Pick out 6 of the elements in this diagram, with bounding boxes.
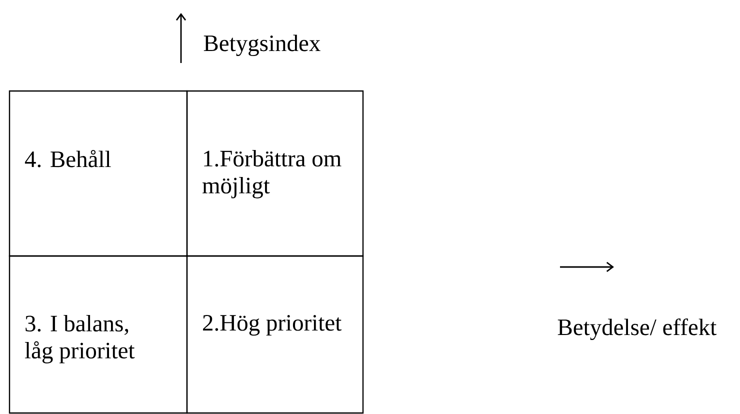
axis-label: Betydelse/ effekt	[558, 318, 717, 340]
axis-label: Betygsindex	[204, 34, 320, 56]
quadrant-cell: 1.Förbättra om möjligt	[186, 90, 364, 257]
quadrant-cell: 4. Behåll	[8, 90, 188, 257]
quadrant-cell: 2.Hög prioritet	[186, 255, 364, 414]
quadrant-cell: 3. I balans, låg prioritet	[8, 255, 188, 414]
